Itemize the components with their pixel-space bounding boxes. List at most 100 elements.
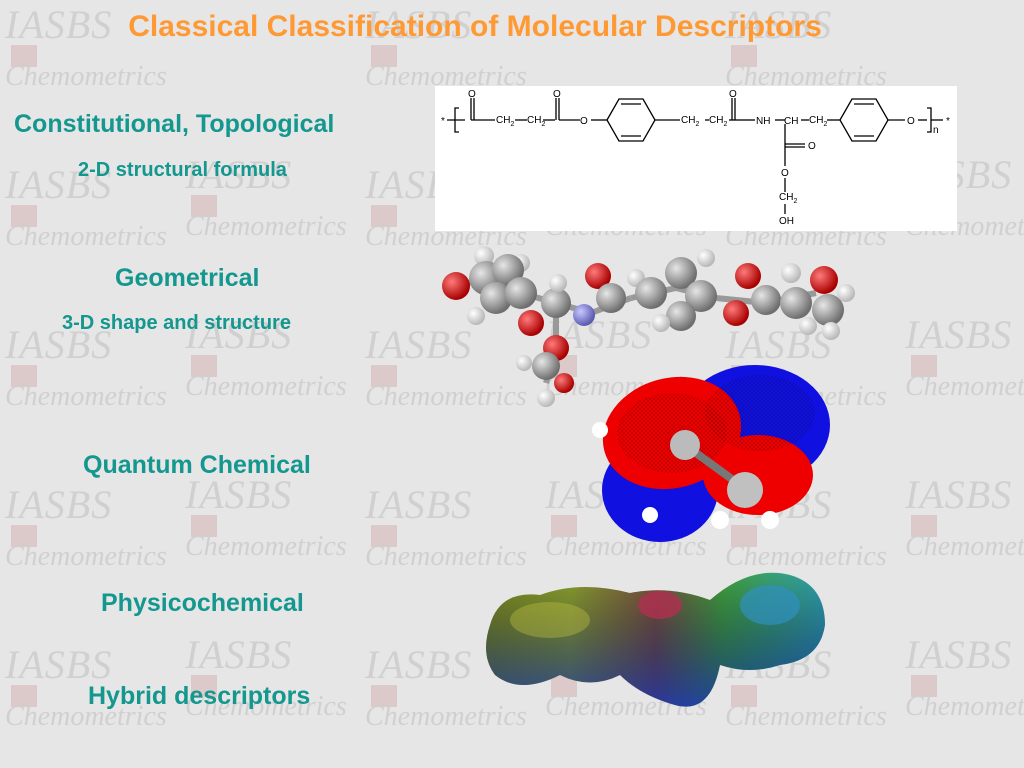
- surface-panel: [480, 565, 830, 732]
- watermark-text: IASBS: [905, 312, 1013, 357]
- molecular-orbital-image: [592, 365, 830, 542]
- watermark-logo-icon: [191, 515, 217, 537]
- label-3d-shape: 3-D shape and structure: [62, 312, 291, 334]
- watermark-logo-icon: [371, 45, 397, 67]
- watermark-logo-icon: [371, 525, 397, 547]
- formula-star-left: *: [441, 116, 445, 127]
- watermark-text: IASBS: [185, 312, 293, 357]
- formula-star-right: *: [946, 116, 950, 127]
- formula-oh: OH: [779, 216, 794, 227]
- watermark-logo-icon: [731, 45, 757, 67]
- watermark-logo-icon: [731, 525, 757, 547]
- label-constitutional: Constitutional, Topological: [14, 110, 335, 138]
- watermark-subtext: Chemometrics: [365, 541, 527, 572]
- watermark-subtext: Chemometrics: [5, 701, 167, 732]
- watermark-text: IASBS: [185, 472, 293, 517]
- watermark-subtext: Chemometrics: [725, 701, 887, 732]
- watermark-logo-icon: [371, 365, 397, 387]
- watermark-logo-icon: [551, 515, 577, 537]
- watermark-logo-icon: [371, 205, 397, 227]
- electrostatic-surface-image: [486, 572, 825, 707]
- formula-nh: NH: [756, 116, 770, 127]
- watermark-subtext: Chemometrics: [725, 541, 887, 572]
- watermark-logo-icon: [11, 365, 37, 387]
- formula-o: O: [553, 89, 561, 100]
- watermark-mark: IASBS Chemometrics: [905, 475, 1024, 561]
- watermark-text: IASBS: [5, 482, 113, 527]
- watermark-text: IASBS: [185, 632, 293, 677]
- structural-formula-image: * O CH2 CH2 O O CH2 CH2 O NH CH CH2 O n …: [435, 86, 957, 231]
- watermark-subtext: Chemometrics: [185, 691, 347, 722]
- watermark-mark: IASBS Chemometrics: [5, 165, 167, 251]
- watermark-logo-icon: [911, 675, 937, 697]
- orbital-panel: [590, 355, 840, 555]
- watermark-text: IASBS: [365, 482, 473, 527]
- watermark-logo-icon: [11, 205, 37, 227]
- formula-o: O: [580, 116, 588, 127]
- label-quantum: Quantum Chemical: [83, 451, 311, 479]
- watermark-mark: IASBS Chemometrics: [185, 155, 347, 241]
- formula-o: O: [808, 141, 816, 152]
- watermark-logo-icon: [191, 675, 217, 697]
- watermark-subtext: Chemometrics: [5, 541, 167, 572]
- watermark-logo-icon: [911, 355, 937, 377]
- watermark-mark: IASBS Chemometrics: [5, 325, 167, 411]
- formula-ch2: CH2: [709, 115, 727, 128]
- label-physicochemical: Physicochemical: [101, 589, 304, 617]
- label-2d-formula: 2-D structural formula: [78, 159, 287, 181]
- formula-ch2: CH2: [809, 115, 827, 128]
- watermark-subtext: Chemometrics: [185, 211, 347, 242]
- formula-ch: CH: [784, 116, 798, 127]
- watermark-logo-icon: [911, 515, 937, 537]
- watermark-text: IASBS: [365, 642, 473, 687]
- watermark-text: IASBS: [5, 2, 113, 47]
- formula-ch2: CH2: [681, 115, 699, 128]
- formula-o: O: [781, 168, 789, 179]
- watermark-mark: IASBS Chemometrics: [185, 315, 347, 401]
- watermark-subtext: Chemometrics: [905, 531, 1024, 562]
- label-hybrid: Hybrid descriptors: [88, 682, 311, 710]
- formula-ch2: CH2: [496, 115, 514, 128]
- watermark-logo-icon: [191, 195, 217, 217]
- formula-ch2: CH2: [527, 115, 545, 128]
- watermark-logo-icon: [11, 685, 37, 707]
- watermark-text: IASBS: [905, 632, 1013, 677]
- watermark-logo-icon: [11, 525, 37, 547]
- formula-o: O: [468, 89, 476, 100]
- watermark-mark: IASBS Chemometrics: [905, 635, 1024, 721]
- ball-and-stick-model-image: [442, 246, 855, 407]
- watermark-text: IASBS: [905, 472, 1013, 517]
- formula-ch2: CH2: [779, 192, 797, 205]
- formula-o: O: [907, 116, 915, 127]
- formula-n: n: [933, 125, 939, 136]
- watermark-subtext: Chemometrics: [5, 221, 167, 252]
- watermark-subtext: Chemometrics: [365, 381, 527, 412]
- label-geometrical: Geometrical: [115, 264, 260, 292]
- watermark-text: IASBS: [5, 322, 113, 367]
- watermark-text: IASBS: [185, 152, 293, 197]
- watermark-logo-icon: [11, 45, 37, 67]
- structural-formula-panel: * O CH2 CH2 O O CH2 CH2 O NH CH CH2 O n …: [435, 86, 957, 236]
- formula-o: O: [729, 89, 737, 100]
- watermark-mark: IASBS Chemometrics: [365, 645, 527, 731]
- watermark-logo-icon: [371, 685, 397, 707]
- watermark-subtext: Chemometrics: [905, 691, 1024, 722]
- watermark-text: IASBS: [5, 162, 113, 207]
- watermark-subtext: Chemometrics: [725, 61, 887, 92]
- watermark-logo-icon: [191, 355, 217, 377]
- watermark-text: IASBS: [365, 322, 473, 367]
- watermark-subtext: Chemometrics: [365, 701, 527, 732]
- watermark-subtext: Chemometrics: [185, 531, 347, 562]
- watermark-logo-icon: [551, 675, 577, 697]
- watermark-subtext: Chemometrics: [185, 371, 347, 402]
- watermark-text: IASBS: [725, 2, 833, 47]
- watermark-subtext: Chemometrics: [365, 61, 527, 92]
- slide-title: Classical Classification of Molecular De…: [128, 10, 822, 43]
- watermark-subtext: Chemometrics: [5, 381, 167, 412]
- watermark-mark: IASBS Chemometrics: [185, 475, 347, 561]
- watermark-text: IASBS: [365, 2, 473, 47]
- ball-stick-model-panel: [436, 238, 856, 418]
- watermark-mark: IASBS Chemometrics: [365, 5, 527, 91]
